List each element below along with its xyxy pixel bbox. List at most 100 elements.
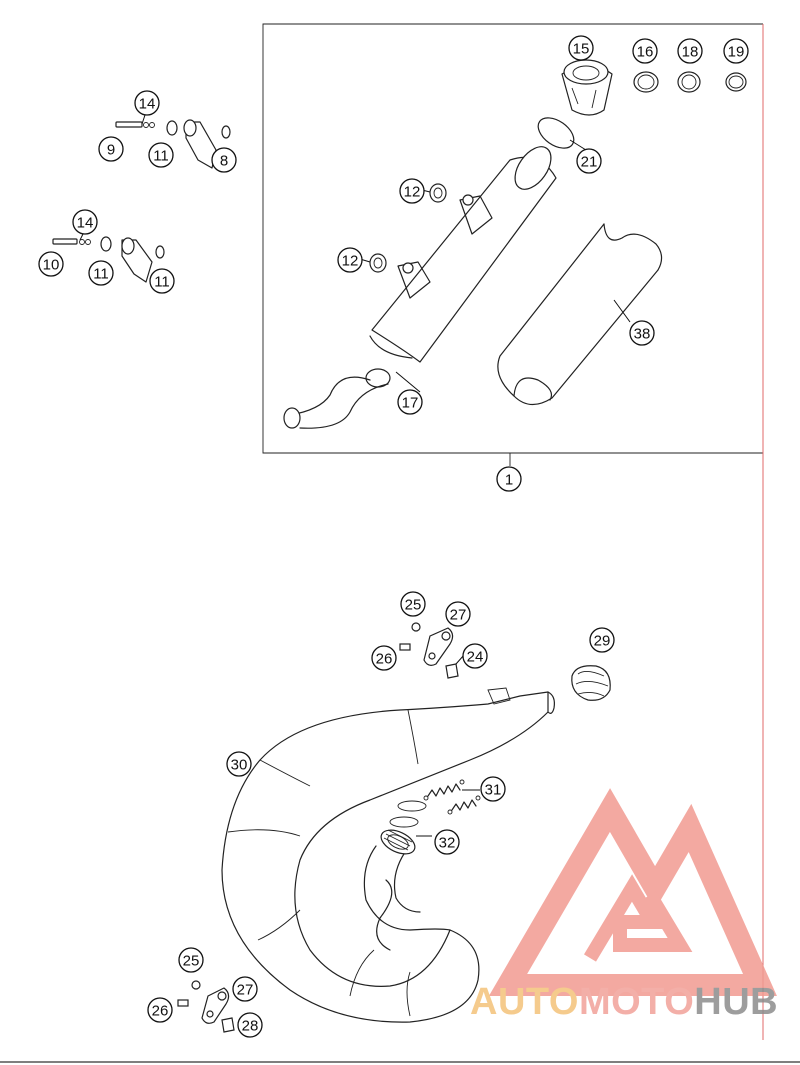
- callout-number: 14: [139, 96, 156, 113]
- callout-11c: 11: [149, 268, 175, 294]
- callout-25a: 25: [400, 591, 426, 617]
- o-ring-21: [537, 117, 575, 149]
- callout-number: 29: [594, 633, 611, 650]
- callout-11a: 11: [148, 142, 174, 168]
- callout-circle: [399, 178, 425, 204]
- callout-circle: [434, 829, 460, 855]
- callout-number: 16: [637, 44, 654, 61]
- callout-circle: [589, 627, 615, 653]
- expansion-chamber: [221, 687, 555, 1023]
- callout-28: 28: [237, 1012, 263, 1038]
- callout-circle: [226, 751, 252, 777]
- watermark-text-moto: MOTO: [579, 981, 694, 1023]
- callout-number: 25: [405, 597, 422, 614]
- callout-38: 38: [629, 320, 655, 346]
- callout-number: 30: [231, 757, 248, 774]
- callout-circle: [88, 260, 114, 286]
- callout-number: 25: [183, 953, 200, 970]
- callout-number: 11: [93, 266, 109, 283]
- callout-25b: 25: [178, 947, 204, 973]
- callout-number: 27: [450, 607, 467, 624]
- watermark-triangle-outer: [488, 788, 777, 996]
- callout-circle: [400, 591, 426, 617]
- callout-number: 38: [634, 326, 651, 343]
- callout-12b: 12: [337, 247, 363, 273]
- callout-number: 12: [342, 253, 359, 270]
- rubber-grommet-lower: [369, 253, 387, 273]
- callout-circle: [371, 645, 397, 671]
- svg-text:AUTOMOTOHUB: AUTOMOTOHUB: [470, 981, 778, 1023]
- callout-17: 17: [397, 389, 423, 415]
- callout-circle: [149, 268, 175, 294]
- watermark-triangle-inner: [583, 874, 693, 962]
- callout-8: 8: [211, 147, 237, 173]
- callout-circle: [147, 997, 173, 1023]
- callout-number: 18: [682, 44, 699, 61]
- callout-circle: [632, 38, 658, 64]
- callout-number: 12: [404, 184, 421, 201]
- callout-circle: [148, 142, 174, 168]
- callout-circle: [568, 35, 594, 61]
- callout-10: 10: [38, 251, 64, 277]
- callout-circle: [723, 38, 749, 64]
- callout-circle: [72, 209, 98, 235]
- o-ring-lower: [389, 816, 419, 828]
- rubber-grommet-upper: [429, 183, 447, 203]
- callout-circle: [462, 643, 488, 669]
- callout-31: 31: [480, 776, 506, 802]
- silencer-end-cap: [561, 59, 613, 116]
- watermark-logo: AUTOMOTOHUB: [470, 788, 778, 1023]
- callout-14a: 14: [134, 90, 160, 116]
- ring-18: [677, 71, 701, 93]
- exhaust-spring-right: [447, 795, 481, 815]
- callout-number: 26: [376, 651, 393, 668]
- callout-circle: [38, 251, 64, 277]
- callout-19: 19: [723, 38, 749, 64]
- callout-circle: [480, 776, 506, 802]
- leader-lines: [359, 139, 631, 837]
- callout-circle: [178, 947, 204, 973]
- callout-circle: [211, 147, 237, 173]
- callout-9: 9: [98, 136, 124, 162]
- callout-number: 26: [152, 1003, 169, 1020]
- exhaust-spring-left: [423, 779, 465, 801]
- mount-bracket-upper: [115, 111, 231, 169]
- callout-15: 15: [568, 35, 594, 61]
- callout-18: 18: [677, 38, 703, 64]
- callout-27a: 27: [445, 601, 471, 627]
- callout-number: 27: [237, 982, 254, 999]
- silencer-muffler: [283, 146, 557, 429]
- callout-number: 21: [581, 154, 598, 171]
- ring-19: [725, 72, 747, 92]
- callout-number: 24: [467, 649, 484, 666]
- callout-26b: 26: [147, 997, 173, 1023]
- callout-number: 15: [573, 41, 590, 58]
- callout-number: 28: [242, 1018, 259, 1035]
- callout-27b: 27: [232, 976, 258, 1002]
- watermark-text-hub: HUB: [694, 981, 778, 1023]
- callout-number: 17: [402, 395, 419, 412]
- mount-bracket-lower: [52, 231, 165, 283]
- callout-11b: 11: [88, 260, 114, 286]
- callout-circle: [629, 320, 655, 346]
- callout-labels: 14 9 11 8 14 10 11 11 15 16 18 19 21 12 12 38 17 1 25 27 26 2…: [38, 35, 749, 1038]
- callout-circle: [445, 601, 471, 627]
- callout-number: 9: [107, 142, 115, 159]
- callout-number: 19: [728, 44, 745, 61]
- callout-14b: 14: [72, 209, 98, 235]
- callout-12a: 12: [399, 178, 425, 204]
- callout-16: 16: [632, 38, 658, 64]
- callout-1: 1: [496, 466, 522, 492]
- callout-29: 29: [589, 627, 615, 653]
- callout-number: 14: [77, 215, 94, 232]
- callout-32: 32: [434, 829, 460, 855]
- rubber-connector-sleeve: [571, 665, 611, 701]
- callout-circle: [397, 389, 423, 415]
- flange-clamp-upper: [399, 622, 459, 679]
- callout-24: 24: [462, 643, 488, 669]
- callout-number: 10: [43, 257, 60, 274]
- header-inlet-socket: [380, 829, 416, 855]
- callout-number: 32: [439, 835, 456, 852]
- silencer-packing-sleeve: [497, 223, 663, 406]
